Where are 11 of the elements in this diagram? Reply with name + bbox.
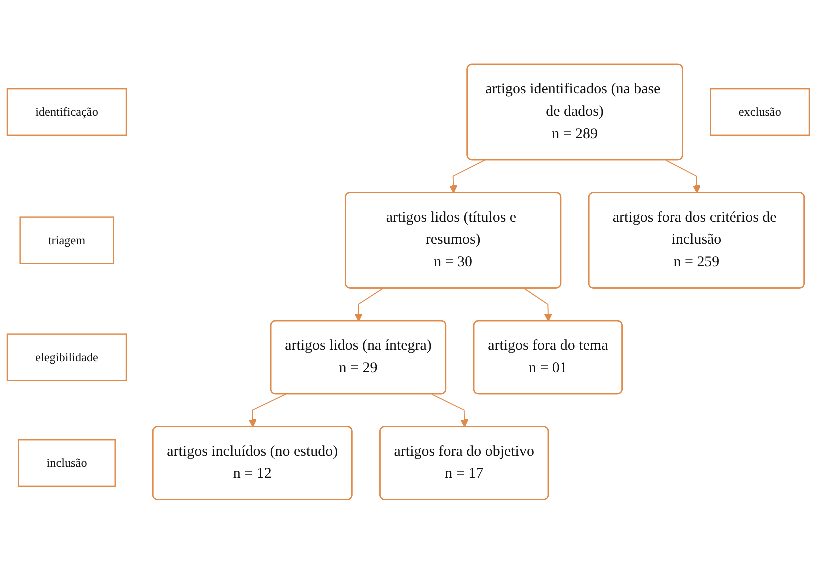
node-box: inclusão [18, 440, 116, 488]
arrow [666, 160, 702, 194]
arrow [449, 160, 486, 194]
node-box: triagem [20, 217, 114, 265]
node-box: exclusão [710, 88, 810, 136]
node-box: elegibilidade [6, 334, 128, 382]
arrow [432, 394, 469, 428]
arrow [248, 394, 286, 428]
node-box: identificação [6, 88, 128, 136]
arrow [524, 288, 553, 322]
arrow [354, 288, 384, 322]
